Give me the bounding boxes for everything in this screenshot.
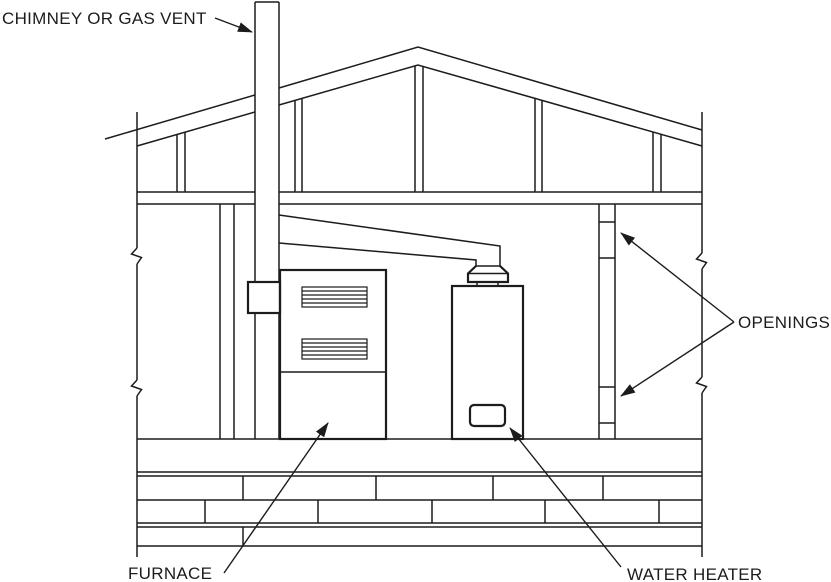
- furnace-louver: [301, 338, 368, 360]
- block-joints-course-2: [204, 500, 660, 523]
- partition-wall-left: [219, 204, 235, 439]
- annotations: [214, 17, 735, 574]
- draft-hood: [466, 265, 510, 284]
- furnace-louver: [301, 286, 368, 308]
- openings-upper-leader-arrow: [620, 232, 735, 323]
- water-heater-tank: [450, 284, 525, 441]
- roof-inner-line: [136, 64, 703, 147]
- break-mark-icon: [130, 247, 143, 265]
- water-heater-leader-arrow: [509, 427, 622, 568]
- attic-stud: [414, 66, 424, 192]
- foundation-course-lines: [137, 471, 702, 547]
- louver-slats: [302, 342, 367, 356]
- water-heater: [450, 265, 525, 441]
- chimney-leader-arrow: [214, 17, 253, 33]
- attic-stud: [534, 98, 543, 192]
- vent-connector-pipe: [278, 214, 501, 267]
- flue-connector-box: [246, 280, 282, 315]
- break-mark-icon: [130, 379, 143, 397]
- burner-access-panel: [468, 403, 507, 428]
- roof: [104, 46, 703, 147]
- water-heater-label: WATER HEATER: [627, 565, 763, 582]
- partition-left-lines: [219, 204, 235, 439]
- vent-pipe-top-line: [278, 214, 501, 266]
- roof-outer-line: [104, 46, 703, 140]
- foundation: [137, 438, 702, 547]
- attic-stud: [652, 132, 662, 192]
- furnace-leader-arrow: [223, 422, 329, 574]
- break-mark-icon: [695, 376, 708, 394]
- attic-stud: [294, 98, 303, 192]
- partition-right-lines: [598, 204, 616, 439]
- vent-pipe-bottom-line: [278, 242, 477, 266]
- openings-lower-leader-arrow: [620, 321, 735, 397]
- block-joints-course-1: [242, 476, 604, 500]
- chimney-label: CHIMNEY OR GAS VENT: [2, 9, 207, 28]
- upper-opening: [599, 221, 615, 259]
- attic-studs: [176, 66, 662, 192]
- chimney: [254, 1, 280, 439]
- attic-stud: [176, 132, 186, 192]
- ceiling-band: [137, 191, 702, 205]
- openings-label: OPENINGS: [738, 313, 830, 332]
- partition-wall-right: [598, 204, 616, 439]
- break-mark-icon: [695, 252, 708, 270]
- exterior-walls: [130, 112, 708, 557]
- labels: CHIMNEY OR GAS VENT FURNACE WATER HEATER…: [2, 9, 830, 582]
- lower-opening: [599, 386, 615, 424]
- furnace-label: FURNACE: [128, 564, 212, 582]
- louver-slats: [302, 290, 367, 304]
- furnace: [246, 268, 388, 441]
